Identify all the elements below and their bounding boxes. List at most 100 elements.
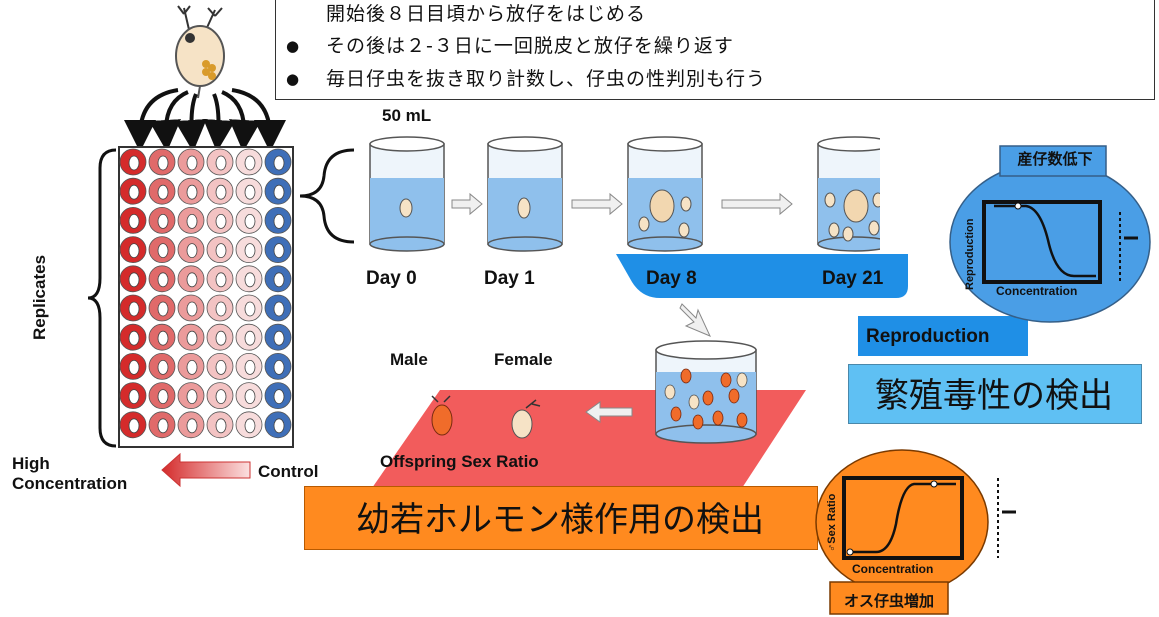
well-daphnia-icon <box>244 243 256 258</box>
reproduction-graph-ylabel: Reproduction <box>964 218 976 291</box>
offspring-sex-ratio-label: Offspring Sex Ratio <box>380 452 539 471</box>
well-daphnia-icon <box>273 389 285 405</box>
beaker-day0 <box>369 136 445 252</box>
well-daphnia-icon <box>128 155 140 171</box>
well-daphnia-icon <box>157 330 169 346</box>
well-daphnia-icon <box>128 389 140 405</box>
control-label: Control <box>258 462 319 481</box>
well-daphnia-icon <box>244 389 256 405</box>
replicates-label: Replicates <box>30 254 49 340</box>
well-daphnia-icon <box>244 184 256 200</box>
well-daphnia-icon <box>273 272 285 288</box>
well-daphnia-icon <box>244 418 256 434</box>
well-daphnia-icon <box>128 359 140 375</box>
well-daphnia-icon <box>186 359 198 375</box>
well-daphnia-icon <box>273 243 285 258</box>
well-daphnia-icon <box>157 418 169 434</box>
reproduction-label: Reproduction <box>866 326 990 347</box>
well-daphnia-icon <box>244 214 256 229</box>
well-daphnia-icon <box>157 389 169 405</box>
well-daphnia-icon <box>157 359 169 375</box>
note-bullet-3: ● <box>286 70 300 88</box>
replicate-plate <box>118 146 294 448</box>
down-arrow-icon <box>679 303 711 337</box>
day8-label: Day 8 <box>646 268 697 289</box>
well-daphnia-icon <box>244 301 256 317</box>
well-daphnia-icon <box>157 301 169 317</box>
day8-day21-band <box>616 254 908 298</box>
well-daphnia-icon <box>273 359 285 375</box>
replicates-brace-icon <box>87 148 117 448</box>
juvenile-hormone-text: 幼若ホルモン様作用の検出 <box>356 500 764 540</box>
well-daphnia-icon <box>273 184 285 200</box>
well-daphnia-icon <box>215 184 227 200</box>
well-daphnia-icon <box>215 389 227 405</box>
note-line-1: 開始後８日目頃から放仔をはじめる <box>326 3 647 25</box>
reproduction-graph <box>949 145 1151 323</box>
well-daphnia-icon <box>244 330 256 346</box>
sex-ratio-graph-title: オス仔虫増加 <box>843 593 934 610</box>
well-daphnia-icon <box>186 389 198 405</box>
well-daphnia-icon <box>128 301 140 317</box>
distribution-arrows-icon <box>124 88 286 148</box>
juvenile-hormone-box <box>304 486 818 550</box>
well-daphnia-icon <box>128 184 140 200</box>
sex-ratio-graph-xlabel: Concentration <box>852 562 934 576</box>
well-daphnia-icon <box>186 272 198 288</box>
left-arrow-icon <box>585 401 633 423</box>
well-daphnia-icon <box>186 243 198 258</box>
beaker-sex-ratio <box>655 340 757 444</box>
well-daphnia-icon <box>186 184 198 200</box>
female-label: Female <box>494 350 553 369</box>
well-daphnia-icon <box>186 330 198 346</box>
well-daphnia-icon <box>157 214 169 229</box>
volume-label: 50 mL <box>382 106 432 125</box>
reproduction-graph-xlabel: Concentration <box>996 284 1078 298</box>
reproduction-detection-text: 繁殖毒性の検出 <box>875 376 1113 416</box>
well-daphnia-icon <box>215 243 227 258</box>
high-concentration-arrow-icon <box>161 452 251 488</box>
well-daphnia-icon <box>215 418 227 434</box>
well-daphnia-icon <box>215 301 227 317</box>
reproduction-graph-title: 産仔数低下 <box>1017 151 1093 168</box>
male-label: Male <box>390 350 428 369</box>
well-daphnia-icon <box>128 214 140 229</box>
well-daphnia-icon <box>157 184 169 200</box>
well-daphnia-icon <box>215 214 227 229</box>
well-daphnia-icon <box>186 301 198 317</box>
well-daphnia-icon <box>215 155 227 171</box>
well-daphnia-icon <box>128 330 140 346</box>
beaker-row <box>369 136 880 252</box>
well-daphnia-icon <box>215 359 227 375</box>
well-daphnia-icon <box>273 301 285 317</box>
beaker-day21 <box>817 136 880 252</box>
well-daphnia-icon <box>244 155 256 171</box>
well-daphnia-icon <box>157 155 169 171</box>
note-bullet-2: ● <box>286 37 300 55</box>
well-daphnia-icon <box>186 418 198 434</box>
high-label: High <box>12 454 50 473</box>
high-concentration-label: Concentration <box>12 474 128 493</box>
well-daphnia-icon <box>157 272 169 288</box>
beaker-day8 <box>627 136 703 252</box>
sex-ratio-graph-ylabel: ♂Sex Ratio <box>826 493 838 552</box>
day0-label: Day 0 <box>366 268 417 289</box>
note-line-3: 毎日仔虫を抜き取り計数し、仔虫の性判別も行う <box>326 68 767 90</box>
well-daphnia-icon <box>128 272 140 288</box>
daphnia-parent-icon <box>175 5 225 99</box>
day1-label: Day 1 <box>484 268 535 289</box>
beaker-day1 <box>487 136 563 252</box>
well-daphnia-icon <box>128 243 140 258</box>
plate-to-beaker-brace-icon <box>299 148 355 244</box>
well-daphnia-icon <box>273 214 285 229</box>
well-daphnia-icon <box>215 330 227 346</box>
well-daphnia-icon <box>186 214 198 229</box>
well-daphnia-icon <box>215 272 227 288</box>
day21-label: Day 21 <box>822 268 884 289</box>
well-daphnia-icon <box>273 155 285 171</box>
well-daphnia-icon <box>157 243 169 258</box>
reproduction-detection-box <box>848 364 1142 424</box>
note-line-2: その後は２-３日に一回脱皮と放仔を繰り返す <box>326 35 734 57</box>
well-daphnia-icon <box>273 418 285 434</box>
well-daphnia-icon <box>186 155 198 171</box>
